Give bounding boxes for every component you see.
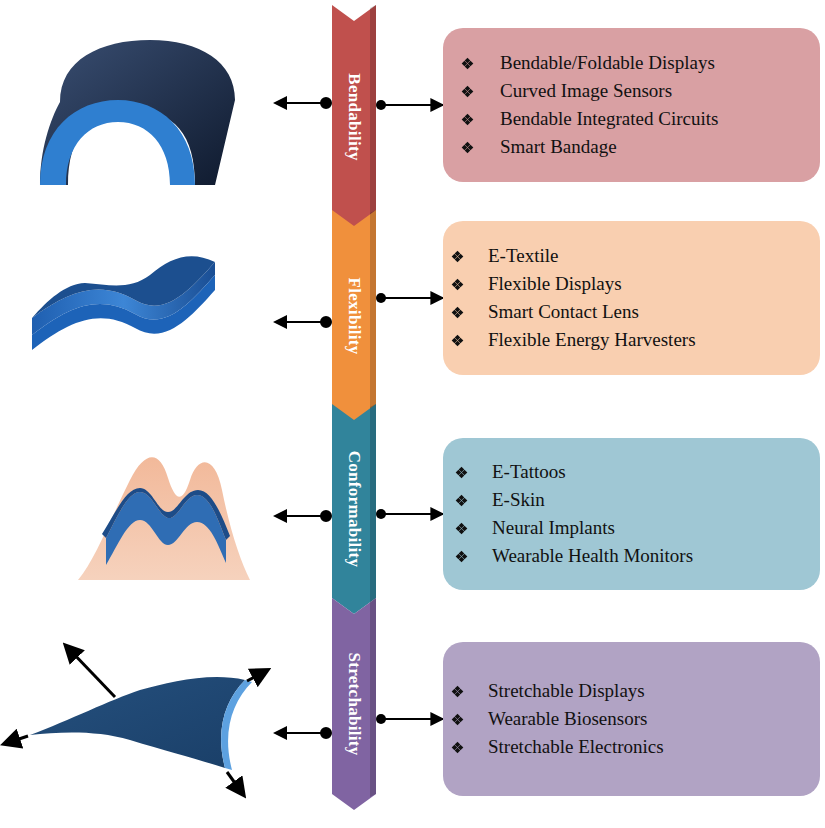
application-text: Flexible Displays <box>488 270 622 298</box>
application-item: E-Textile <box>451 242 810 270</box>
bullet-symbol <box>451 334 464 347</box>
bullet-symbol <box>461 85 474 98</box>
property-label: Flexibility <box>344 278 364 355</box>
application-item: Flexible Displays <box>451 270 810 298</box>
property-label: Bendability <box>344 73 364 160</box>
bullet-symbol <box>451 685 464 698</box>
bullet-symbol <box>451 278 464 291</box>
bullet-symbol <box>455 550 468 563</box>
application-text: Stretchable Displays <box>488 677 645 705</box>
application-item: Smart Bandage <box>461 133 810 161</box>
property-label: Stretchability <box>344 652 364 755</box>
bullet-symbol <box>451 713 464 726</box>
application-item: Stretchable Displays <box>451 677 810 705</box>
bullet-symbol <box>461 113 474 126</box>
property-label: Conformability <box>344 451 364 568</box>
application-text: Bendable Integrated Circuits <box>500 105 718 133</box>
ribbon-segment: Bendability <box>332 5 376 229</box>
application-item: E-Skin <box>455 486 810 514</box>
application-text: Neural Implants <box>492 514 615 542</box>
bullet-symbol <box>455 466 468 479</box>
bullet-symbol <box>461 57 474 70</box>
application-item: E-Tattoos <box>455 458 810 486</box>
application-item: Stretchable Electronics <box>451 733 810 761</box>
application-text: E-Tattoos <box>492 458 566 486</box>
application-text: Wearable Biosensors <box>488 705 647 733</box>
application-box: E-TattoosE-SkinNeural ImplantsWearable H… <box>443 438 820 590</box>
connector-arrow <box>376 714 443 724</box>
application-box: E-TextileFlexible DisplaysSmart Contact … <box>443 221 820 375</box>
application-item: Bendable/Foldable Displays <box>461 49 810 77</box>
bullet-symbol <box>451 250 464 263</box>
application-item: Flexible Energy Harvesters <box>451 326 810 354</box>
ribbon-segment: Conformability <box>332 404 376 614</box>
connector-arrow <box>376 293 443 303</box>
application-text: Curved Image Sensors <box>500 77 672 105</box>
application-item: Curved Image Sensors <box>461 77 810 105</box>
application-box: Bendable/Foldable DisplaysCurved Image S… <box>443 28 820 182</box>
application-item: Bendable Integrated Circuits <box>461 105 810 133</box>
application-item: Wearable Biosensors <box>451 705 810 733</box>
application-text: Stretchable Electronics <box>488 733 664 761</box>
arch-illustration <box>40 40 235 185</box>
application-text: Flexible Energy Harvesters <box>488 326 696 354</box>
application-text: E-Skin <box>492 486 545 514</box>
application-item: Wearable Health Monitors <box>455 542 810 570</box>
bullet-symbol <box>461 141 474 154</box>
bullet-symbol <box>455 494 468 507</box>
application-text: Smart Contact Lens <box>488 298 639 326</box>
application-text: Bendable/Foldable Displays <box>500 49 715 77</box>
left-arrows <box>280 98 331 738</box>
connector-arrow <box>376 509 443 519</box>
mountain-illustration <box>78 457 250 580</box>
bullet-symbol <box>451 306 464 319</box>
application-box: Stretchable DisplaysWearable BiosensorsS… <box>443 642 820 796</box>
application-text: E-Textile <box>488 242 558 270</box>
application-item: Smart Contact Lens <box>451 298 810 326</box>
wave-illustration <box>32 256 215 350</box>
connector-arrow <box>376 100 443 110</box>
stretched-sheet-illustration <box>10 648 262 790</box>
ribbon-segment: Flexibility <box>332 210 376 422</box>
bullet-symbol <box>455 522 468 535</box>
application-text: Smart Bandage <box>500 133 617 161</box>
application-item: Neural Implants <box>455 514 810 542</box>
bullet-symbol <box>451 741 464 754</box>
ribbon-segment: Stretchability <box>332 598 376 810</box>
application-text: Wearable Health Monitors <box>492 542 693 570</box>
